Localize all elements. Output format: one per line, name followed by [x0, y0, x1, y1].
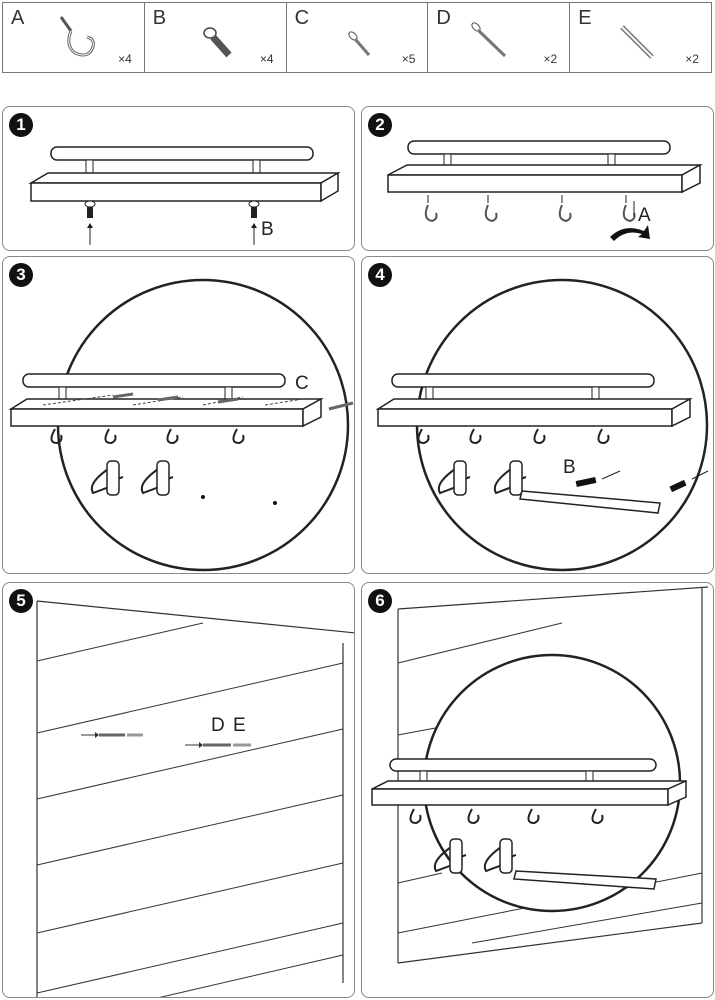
hook-icon	[59, 16, 95, 57]
mirror-shelf-illustration	[8, 278, 354, 572]
part-e: E ×2	[570, 3, 711, 72]
step-number: 3	[9, 263, 33, 287]
mounted-mirror-illustration	[371, 586, 709, 964]
parts-list: A ×4 B ×4 C ×5 D ×2 E ×2	[2, 2, 712, 73]
step-6-panel: 6	[361, 582, 714, 998]
part-letter: C	[294, 7, 310, 29]
part-quantity: ×2	[543, 52, 558, 66]
part-letter: B	[152, 7, 167, 29]
long-screw-icon	[471, 22, 507, 58]
bolt-icon	[203, 27, 232, 58]
step-4-panel: 4 B	[361, 256, 714, 574]
part-label-a: A	[638, 205, 651, 226]
anchor-icon	[620, 25, 654, 59]
step-3-panel: 3 C	[2, 256, 355, 574]
part-label-b: B	[563, 457, 576, 478]
rotate-arrow-icon	[610, 225, 650, 241]
wall-illustration	[36, 600, 354, 997]
part-quantity: ×4	[118, 52, 132, 66]
shelf-illustration	[28, 146, 341, 245]
part-letter: A	[11, 7, 25, 29]
step-number: 5	[9, 589, 33, 613]
step-number: 1	[9, 113, 33, 137]
step-2-panel: 2 A	[361, 106, 714, 251]
part-b: B ×4	[145, 3, 287, 72]
part-label-e: E	[233, 715, 246, 736]
step-number: 2	[368, 113, 392, 137]
step-number: 6	[368, 589, 392, 613]
part-label-c: C	[295, 373, 309, 394]
shelf-hooks-illustration	[387, 140, 703, 241]
towel-bar-illustration	[375, 278, 709, 572]
part-a: A ×4	[3, 3, 145, 72]
part-label-b: B	[261, 219, 274, 240]
part-label-d: D	[211, 715, 225, 736]
step-5-panel: 5 D E	[2, 582, 355, 998]
part-letter: E	[578, 7, 592, 29]
part-c: C ×5	[287, 3, 429, 72]
step-1-panel: 1 B	[2, 106, 355, 251]
part-quantity: ×2	[685, 52, 699, 66]
screw-icon	[347, 31, 370, 56]
part-letter: D	[436, 7, 451, 29]
part-quantity: ×4	[259, 52, 274, 66]
part-d: D ×2	[428, 3, 571, 72]
part-quantity: ×5	[401, 52, 416, 66]
step-number: 4	[368, 263, 392, 287]
